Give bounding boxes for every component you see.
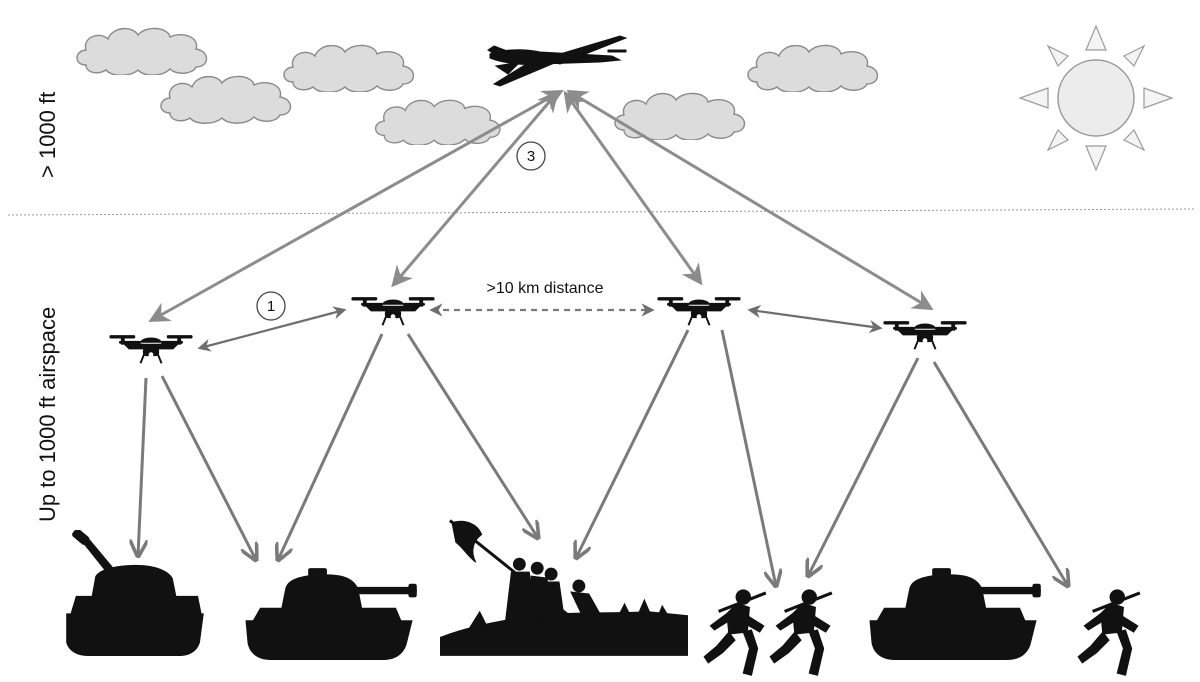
quadcopter-icon — [882, 320, 968, 351]
quadcopter-icon — [656, 296, 742, 327]
quadcopter-icon — [350, 296, 436, 327]
ground-link — [406, 333, 538, 538]
altitude-divider — [7, 208, 1196, 216]
flag-raising-icon — [440, 519, 688, 656]
soldier-icon — [768, 588, 834, 677]
distance-label: >10 km distance — [487, 280, 604, 297]
sun-icon — [1018, 24, 1174, 172]
drone-link-1 — [197, 306, 347, 352]
quadcopter-icon — [108, 334, 194, 365]
ground-link — [278, 333, 384, 560]
tank-icon — [869, 568, 1041, 660]
ground-links — [138, 329, 1068, 586]
link-badge-3: 3 — [516, 141, 546, 171]
low-altitude-label: Up to 1000 ft airspace — [35, 307, 60, 522]
ground-link — [576, 329, 690, 558]
tank-icon — [66, 530, 204, 656]
uav-links — [148, 89, 934, 323]
cloud-icon — [283, 44, 415, 92]
cloud-icon — [614, 92, 746, 140]
soldier-icon — [702, 588, 768, 677]
cloud-icon — [374, 99, 501, 145]
ground-link — [138, 377, 146, 556]
ground-link — [808, 357, 920, 576]
predator-drone-icon — [487, 35, 628, 87]
tank-icon — [245, 568, 417, 660]
drone-link-3 — [747, 304, 883, 334]
link-badge-1: 1 — [256, 291, 286, 321]
soldier-icon — [1076, 588, 1142, 677]
uav-link-2 — [391, 90, 559, 288]
uav-link-4 — [566, 89, 934, 311]
high-altitude-label: > 1000 ft — [35, 92, 60, 178]
cloud-icon — [747, 44, 879, 92]
ground-link — [160, 375, 256, 560]
cloud-icon — [160, 75, 292, 124]
link-badge-3-text: 3 — [527, 148, 535, 165]
cloud-icon — [76, 27, 208, 75]
ground-link — [720, 329, 776, 586]
link-badge-1-text: 1 — [267, 298, 275, 315]
ground-link — [932, 361, 1068, 586]
